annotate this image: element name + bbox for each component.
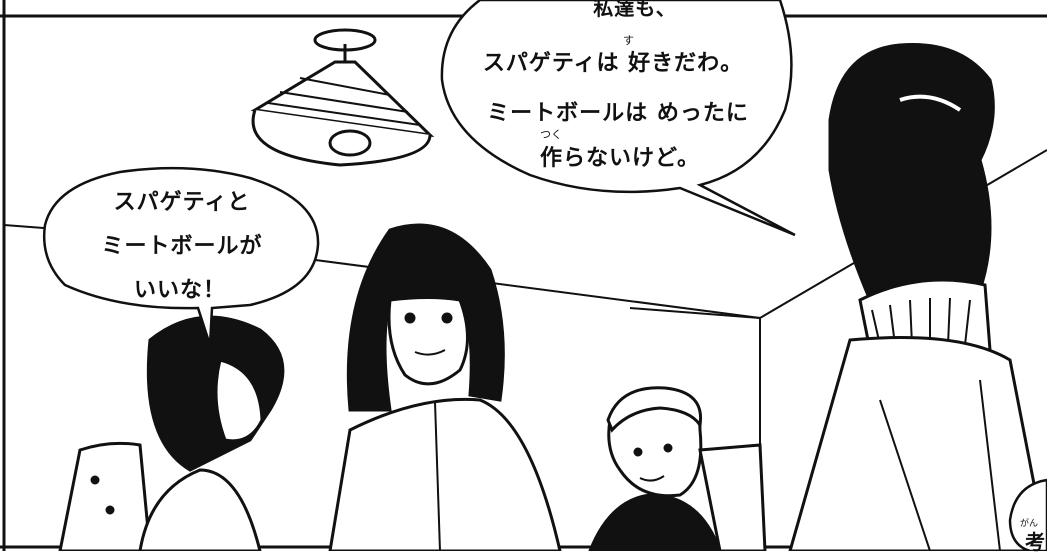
girl-left: [58, 315, 285, 551]
bubble-right-ruby-like: す: [623, 34, 634, 47]
bubble-corner-ruby: がん: [1020, 519, 1039, 529]
bubble-right-line3: ミートボールは めったに: [487, 101, 749, 126]
bubble-left-line2: ミートボールが: [101, 234, 263, 259]
bubble-right-line4: 作らないけど。: [540, 146, 700, 171]
bubble-left-line3: いいな！: [133, 278, 226, 303]
ceiling-lamp: [250, 28, 435, 167]
woman-right: [788, 31, 1047, 551]
bubble-right-line2: スパゲティは 好きだわ。: [482, 51, 744, 76]
bubble-right-ruby-make: つく: [540, 128, 562, 141]
bubble-right-line1: 私達も、: [593, 0, 677, 20]
speech-bubble-right: [440, 0, 796, 237]
boy: [588, 386, 767, 551]
speech-bubble-left: [43, 166, 320, 346]
bubble-left-line1: スパゲティと: [113, 190, 251, 215]
woman-center: [328, 223, 562, 551]
speech-bubble-corner: [1008, 478, 1047, 551]
bubble-corner-text: 考: [1025, 530, 1046, 554]
